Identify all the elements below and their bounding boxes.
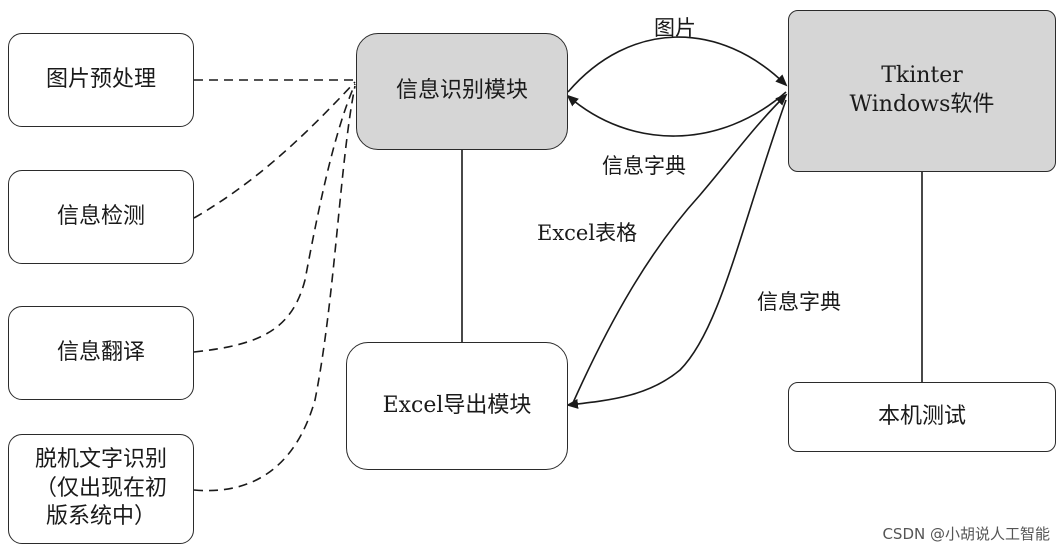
arrow-info-dict-bottom	[566, 99, 787, 409]
node-recognition-module: 信息识别模块	[356, 33, 568, 150]
node-info-detect: 信息检测	[8, 170, 194, 264]
edge-label-info-dict-bottom: 信息字典	[757, 290, 841, 314]
edge-label-excel-table: Excel表格	[537, 221, 638, 245]
node-label-line-1: 脱机文字识别	[34, 447, 167, 473]
edge-label-image: 图片	[654, 16, 696, 40]
node-label-line-3: 版系统中）	[45, 504, 156, 530]
node-label-line-1: Tkinter	[881, 63, 963, 89]
node-label: 信息识别模块	[395, 78, 528, 104]
arrow-image	[567, 36, 788, 93]
dashed-edge-translate	[193, 83, 356, 353]
node-local-test: 本机测试	[788, 382, 1056, 452]
watermark-text: CSDN @小胡说人工智能	[882, 525, 1050, 543]
node-label: 本机测试	[877, 403, 966, 429]
node-offline-ocr: 脱机文字识别 （仅出现在初 版系统中）	[8, 434, 194, 544]
node-tkinter-software: Tkinter Windows软件	[788, 10, 1056, 172]
node-label: 信息翻译	[56, 339, 145, 365]
arrow-excel-table	[571, 93, 788, 406]
dashed-edge-offline-ocr	[193, 85, 356, 492]
node-excel-export-module: Excel导出模块	[346, 342, 568, 470]
node-label: 图片预处理	[45, 66, 156, 92]
dashed-edge-detect	[193, 81, 356, 219]
node-label: Excel导出模块	[382, 392, 532, 418]
node-label-line-2: （仅出现在初	[34, 475, 167, 501]
arrow-info-dict-top	[566, 91, 787, 137]
node-label: 信息检测	[56, 203, 145, 229]
node-info-translate: 信息翻译	[8, 306, 194, 400]
node-image-preprocess: 图片预处理	[8, 33, 194, 127]
edge-label-info-dict-top: 信息字典	[602, 154, 686, 178]
node-label-line-2: Windows软件	[849, 92, 995, 117]
